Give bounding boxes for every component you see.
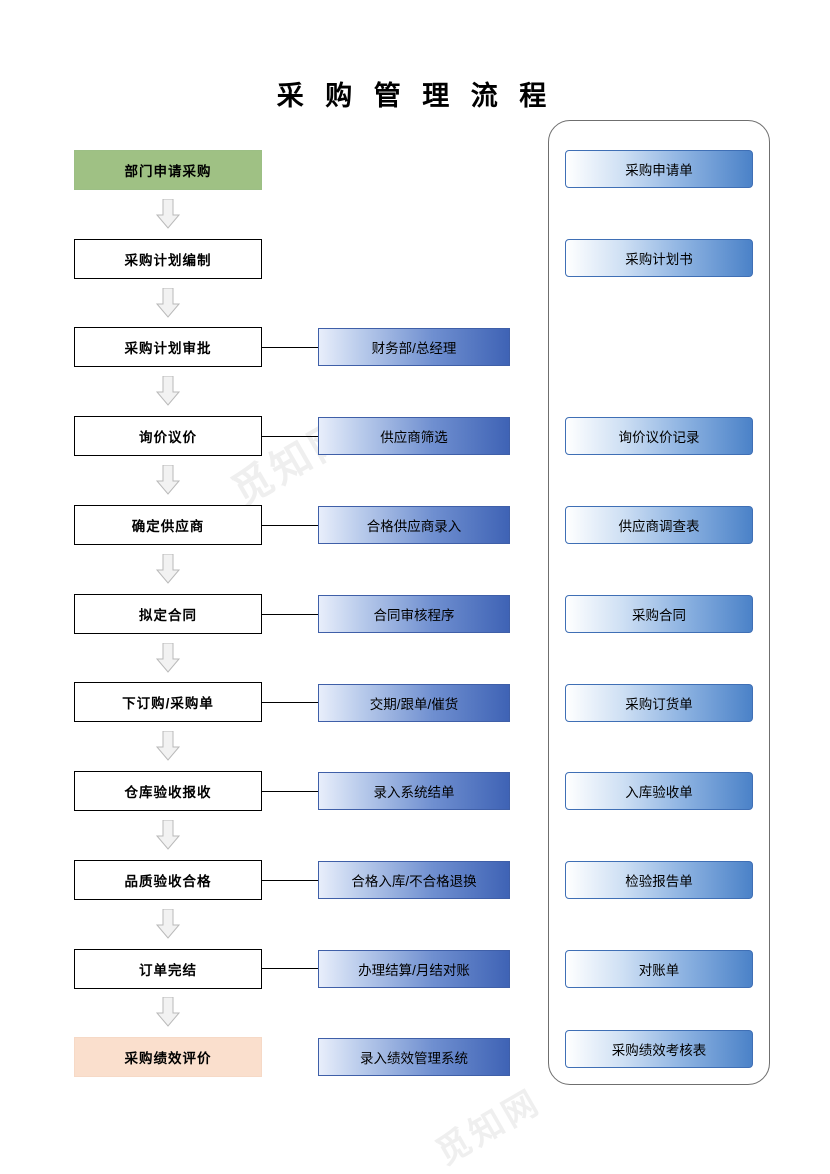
document-9-label: 采购绩效考核表: [611, 1043, 707, 1058]
arrow-down-icon-9: [153, 997, 183, 1027]
responsibility-1-label: 供应商筛选: [380, 430, 448, 445]
document-7[interactable]: 检验报告单: [565, 861, 753, 899]
document-6-label: 入库验收单: [625, 785, 693, 800]
page-title: 采 购 管 理 流 程: [276, 81, 554, 111]
process-step-10-label: 采购绩效评价: [124, 1051, 212, 1066]
responsibility-8-label: 录入绩效管理系统: [360, 1051, 468, 1066]
process-step-9[interactable]: 订单完结: [74, 949, 262, 989]
document-1-label: 采购计划书: [625, 252, 693, 267]
process-step-2[interactable]: 采购计划审批: [74, 327, 262, 367]
responsibility-3[interactable]: 合同审核程序: [318, 595, 510, 633]
document-1[interactable]: 采购计划书: [565, 239, 753, 277]
responsibility-6[interactable]: 合格入库/不合格退换: [318, 861, 510, 899]
document-6[interactable]: 入库验收单: [565, 772, 753, 810]
arrow-down-icon-8: [153, 909, 183, 939]
process-step-10[interactable]: 采购绩效评价: [74, 1037, 262, 1077]
process-step-5-label: 拟定合同: [139, 608, 197, 623]
process-step-7-label: 仓库验收报收: [124, 785, 212, 800]
responsibility-0-label: 财务部/总经理: [371, 341, 457, 356]
process-step-3-label: 询价议价: [139, 430, 197, 445]
process-step-0[interactable]: 部门申请采购: [74, 150, 262, 190]
watermark-bottom: 觅知网: [429, 1082, 548, 1173]
responsibility-4[interactable]: 交期/跟单/催货: [318, 684, 510, 722]
process-step-9-label: 订单完结: [139, 963, 197, 978]
process-step-1-label: 采购计划编制: [124, 253, 212, 268]
responsibility-3-label: 合同审核程序: [373, 608, 455, 623]
document-2-label: 询价议价记录: [618, 430, 700, 445]
connector-line-3: [262, 614, 318, 615]
document-3[interactable]: 供应商调查表: [565, 506, 753, 544]
process-step-8[interactable]: 品质验收合格: [74, 860, 262, 900]
document-8[interactable]: 对账单: [565, 950, 753, 988]
process-step-4[interactable]: 确定供应商: [74, 505, 262, 545]
connector-line-1: [262, 436, 318, 437]
process-step-0-label: 部门申请采购: [124, 164, 212, 179]
connector-line-5: [262, 791, 318, 792]
connector-line-2: [262, 525, 318, 526]
document-9[interactable]: 采购绩效考核表: [565, 1030, 753, 1068]
document-2[interactable]: 询价议价记录: [565, 417, 753, 455]
responsibility-4-label: 交期/跟单/催货: [369, 697, 459, 712]
process-step-1[interactable]: 采购计划编制: [74, 239, 262, 279]
document-3-label: 供应商调查表: [618, 519, 700, 534]
process-step-3[interactable]: 询价议价: [74, 416, 262, 456]
responsibility-2[interactable]: 合格供应商录入: [318, 506, 510, 544]
process-step-7[interactable]: 仓库验收报收: [74, 771, 262, 811]
arrow-down-icon-4: [153, 554, 183, 584]
responsibility-7[interactable]: 办理结算/月结对账: [318, 950, 510, 988]
connector-line-4: [262, 702, 318, 703]
document-0-label: 采购申请单: [625, 163, 693, 178]
arrow-down-icon-0: [153, 199, 183, 229]
arrow-down-icon-1: [153, 288, 183, 318]
document-8-label: 对账单: [638, 963, 680, 978]
process-step-4-label: 确定供应商: [131, 519, 205, 534]
connector-line-6: [262, 880, 318, 881]
connector-line-0: [262, 347, 318, 348]
arrow-down-icon-6: [153, 731, 183, 761]
responsibility-5[interactable]: 录入系统结单: [318, 772, 510, 810]
document-4-label: 采购合同: [632, 608, 686, 623]
process-step-6[interactable]: 下订购/采购单: [74, 682, 262, 722]
responsibility-5-label: 录入系统结单: [373, 785, 455, 800]
arrow-down-icon-7: [153, 820, 183, 850]
responsibility-6-label: 合格入库/不合格退换: [351, 874, 477, 889]
responsibility-2-label: 合格供应商录入: [366, 519, 462, 534]
process-step-6-label: 下订购/采购单: [122, 696, 214, 711]
document-0[interactable]: 采购申请单: [565, 150, 753, 188]
process-step-8-label: 品质验收合格: [124, 874, 212, 889]
responsibility-0[interactable]: 财务部/总经理: [318, 328, 510, 366]
documents-container: [548, 120, 770, 1085]
document-5-label: 采购订货单: [625, 697, 693, 712]
document-5[interactable]: 采购订货单: [565, 684, 753, 722]
process-step-5[interactable]: 拟定合同: [74, 594, 262, 634]
document-7-label: 检验报告单: [625, 874, 693, 889]
arrow-down-icon-3: [153, 465, 183, 495]
responsibility-8[interactable]: 录入绩效管理系统: [318, 1038, 510, 1076]
process-step-2-label: 采购计划审批: [124, 341, 212, 356]
arrow-down-icon-2: [153, 376, 183, 406]
document-4[interactable]: 采购合同: [565, 595, 753, 633]
arrow-down-icon-5: [153, 643, 183, 673]
responsibility-1[interactable]: 供应商筛选: [318, 417, 510, 455]
responsibility-7-label: 办理结算/月结对账: [358, 963, 470, 978]
connector-line-7: [262, 968, 318, 969]
